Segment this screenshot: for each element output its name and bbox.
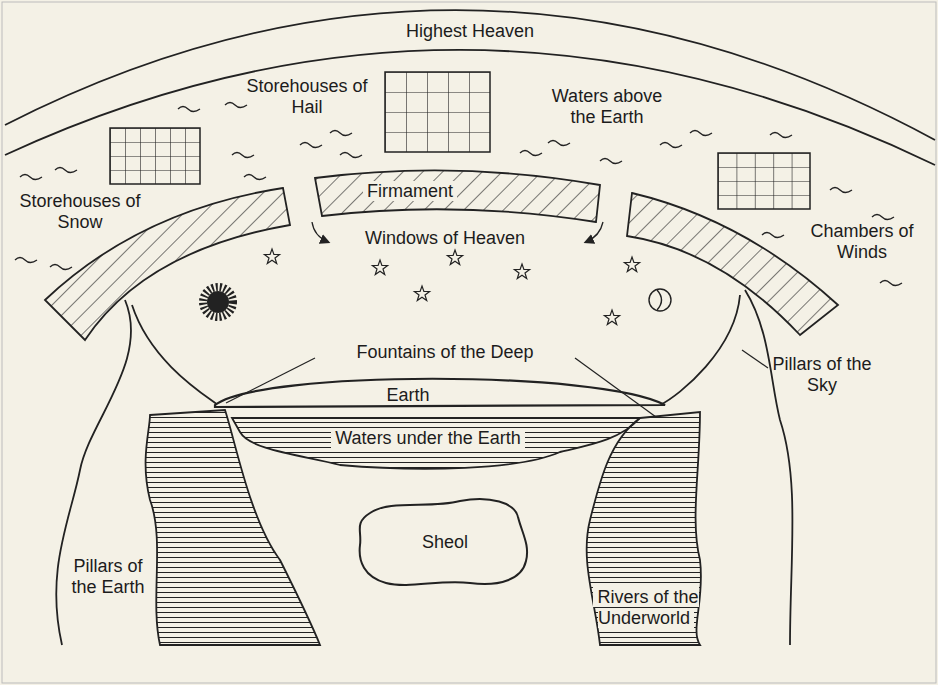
node-text: Waters under the Earth bbox=[331, 428, 524, 449]
storehouse-label: Storehouses of Snow bbox=[19, 191, 140, 232]
storehouse-label: Storehouses of Hail bbox=[246, 76, 367, 117]
waters-band: Waters under the Earth bbox=[331, 428, 524, 449]
pillars-label: Pillars of the Sky bbox=[772, 354, 871, 395]
fountains-label: Fountains of the Deep bbox=[356, 342, 533, 362]
node-text: Sheol bbox=[422, 532, 468, 553]
heaven-label: Highest Heaven bbox=[406, 21, 534, 41]
node-text: Earth bbox=[386, 385, 429, 406]
rivers-label: Rivers of the Underworld bbox=[593, 587, 698, 628]
earth-disc: Earth bbox=[386, 385, 429, 406]
waters-label: Waters above the Earth bbox=[552, 86, 662, 127]
node-text: Firmament bbox=[363, 181, 457, 202]
pillars-label: Pillars of the Earth bbox=[71, 556, 144, 597]
firmament-band: Firmament bbox=[363, 181, 457, 202]
windows-label: Windows of Heaven bbox=[365, 228, 525, 248]
chambers-label: Chambers of Winds bbox=[810, 221, 913, 262]
sheol-region: Sheol bbox=[350, 495, 540, 590]
